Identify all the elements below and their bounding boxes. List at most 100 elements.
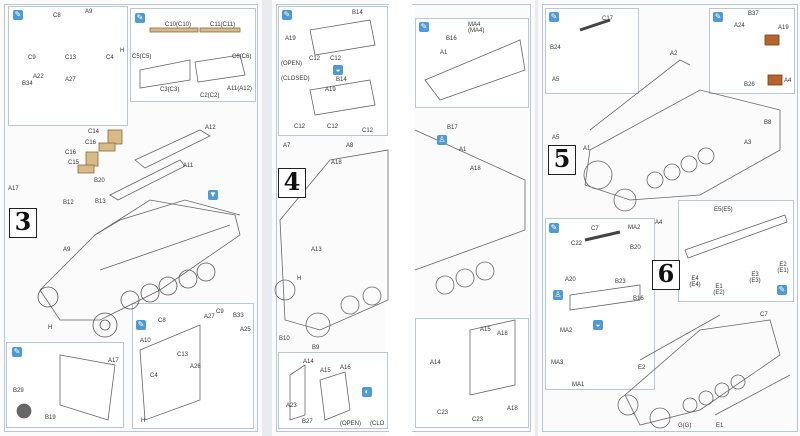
part-label: A11 <box>183 163 194 169</box>
part-label: C12 <box>362 128 374 134</box>
step-4b-frame <box>412 4 531 432</box>
detail-panel-mg42 <box>545 218 655 390</box>
part-label: C12 <box>327 124 339 130</box>
part-label: E4 (E4) <box>689 276 701 288</box>
open-label: (OPEN) <box>281 61 302 67</box>
part-label: C16 <box>85 140 97 146</box>
part-label: C15 <box>68 160 80 166</box>
step-4-frame <box>276 4 389 432</box>
part-label: A14 <box>430 360 441 366</box>
part-label: B29 <box>13 388 24 394</box>
closed-label: (CLOSED) <box>281 76 310 82</box>
part-label: B20 <box>94 178 105 184</box>
part-label: A1 <box>459 147 467 153</box>
part-label: C4 <box>106 55 114 61</box>
step-number-3: 3 <box>9 208 37 238</box>
part-label: E3 (E3) <box>749 272 761 284</box>
page-fold <box>385 0 415 436</box>
paint-icon: ✎ <box>135 13 145 23</box>
paint-icon: ✎ <box>13 10 23 20</box>
part-label: A2 <box>670 51 678 57</box>
seat-cushions <box>77 27 241 174</box>
cement-icon: ♙ <box>437 135 447 145</box>
part-label: E2 <box>638 365 646 371</box>
part-label: C7 <box>760 312 768 318</box>
part-label: B17 <box>447 125 458 131</box>
cement-icon: ♙ <box>553 290 563 300</box>
part-label: A25 <box>240 327 251 333</box>
part-label: A19 <box>778 25 789 31</box>
step-number-5: 5 <box>548 145 576 175</box>
part-label: E2 (E1) <box>777 262 789 274</box>
halftrack-hull-step3 <box>39 199 241 321</box>
part-label: C14 <box>88 129 100 135</box>
paint-icon: ✎ <box>282 10 292 20</box>
mg-mount-part <box>424 39 526 101</box>
fender-stowage <box>684 214 788 259</box>
part-label: B16 <box>633 296 644 302</box>
steering-wheel <box>16 403 32 419</box>
part-label: B19 <box>45 415 56 421</box>
part-label: C2(C2) <box>200 93 220 99</box>
part-label: B16 <box>446 36 457 42</box>
part-label: A9 <box>63 247 71 253</box>
bin-icon: ▼ <box>208 190 218 200</box>
step-number-6: 6 <box>652 260 680 290</box>
rotate-icon: ◒ <box>333 65 343 75</box>
part-label: A5 <box>552 135 560 141</box>
part-label: B8 <box>764 120 772 126</box>
step-number-4: 4 <box>278 168 306 198</box>
detail-panel-mg-mount <box>415 18 529 108</box>
part-label: C7 <box>591 226 599 232</box>
part-label: C23 <box>437 410 449 416</box>
paint-icon: ✎ <box>549 223 559 233</box>
closed-label: (CLO <box>370 421 385 427</box>
part-label: C6(C6) <box>232 54 252 60</box>
part-label: A13 <box>311 247 322 253</box>
part-label: C5(C5) <box>132 54 152 60</box>
part-label: C8 <box>53 13 61 19</box>
part-label: E1 <box>716 423 724 429</box>
part-label: A27 <box>204 314 215 320</box>
part-label: G(G) <box>678 423 692 429</box>
part-label: A9 <box>85 9 93 15</box>
part-label: MA3 <box>551 360 564 366</box>
part-label: B24 <box>550 45 561 51</box>
step-5-6-frame <box>542 4 798 432</box>
lever-part <box>579 18 611 32</box>
part-label: B9 <box>312 345 320 351</box>
detail-panel-doors-b <box>415 318 529 428</box>
part-label: C13 <box>177 352 189 358</box>
part-label: A17 <box>108 358 119 364</box>
part-label: A3 <box>744 140 752 146</box>
part-label: MA2 <box>628 225 641 231</box>
part-label: A8 <box>346 143 354 149</box>
part-label: C9 <box>28 55 36 61</box>
dashboard-panel <box>59 354 116 421</box>
part-label: A14 <box>303 359 314 365</box>
part-label: A7 <box>283 143 291 149</box>
part-label: A12 <box>205 125 216 131</box>
bench-seats <box>109 54 246 201</box>
part-label: H <box>48 325 53 331</box>
part-label: B14 <box>336 77 347 83</box>
part-label: MA2 <box>560 328 573 334</box>
part-label: MA4 (MA4) <box>468 22 485 34</box>
rotate-icon: ◒ <box>593 320 603 330</box>
road-wheels-step3 <box>37 262 216 338</box>
part-label: B12 <box>63 200 74 206</box>
part-label: A4 <box>655 220 663 226</box>
part-label: C12 <box>309 56 321 62</box>
part-label: A27 <box>65 77 76 83</box>
part-label: H <box>141 418 146 424</box>
part-label: B27 <box>302 419 313 425</box>
part-label: C3(C3) <box>160 87 180 93</box>
part-label: C12 <box>330 56 342 62</box>
part-label: A18 <box>470 166 481 172</box>
part-label: MA1 <box>572 382 585 388</box>
part-label: E1 (E2) <box>713 284 725 296</box>
detail-panel-vision-ports <box>278 6 388 136</box>
halftrack-hull-step4 <box>274 129 526 338</box>
part-label: C8 <box>158 318 166 324</box>
